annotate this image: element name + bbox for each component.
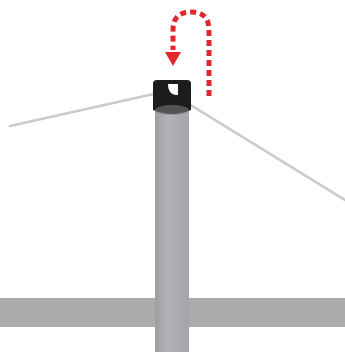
lift-and-place-arrow	[165, 9, 212, 96]
right-guy-wire	[187, 102, 345, 202]
vertical-pole	[155, 100, 189, 352]
left-guy-wire	[8, 91, 160, 128]
pole-top-cap	[153, 80, 191, 115]
